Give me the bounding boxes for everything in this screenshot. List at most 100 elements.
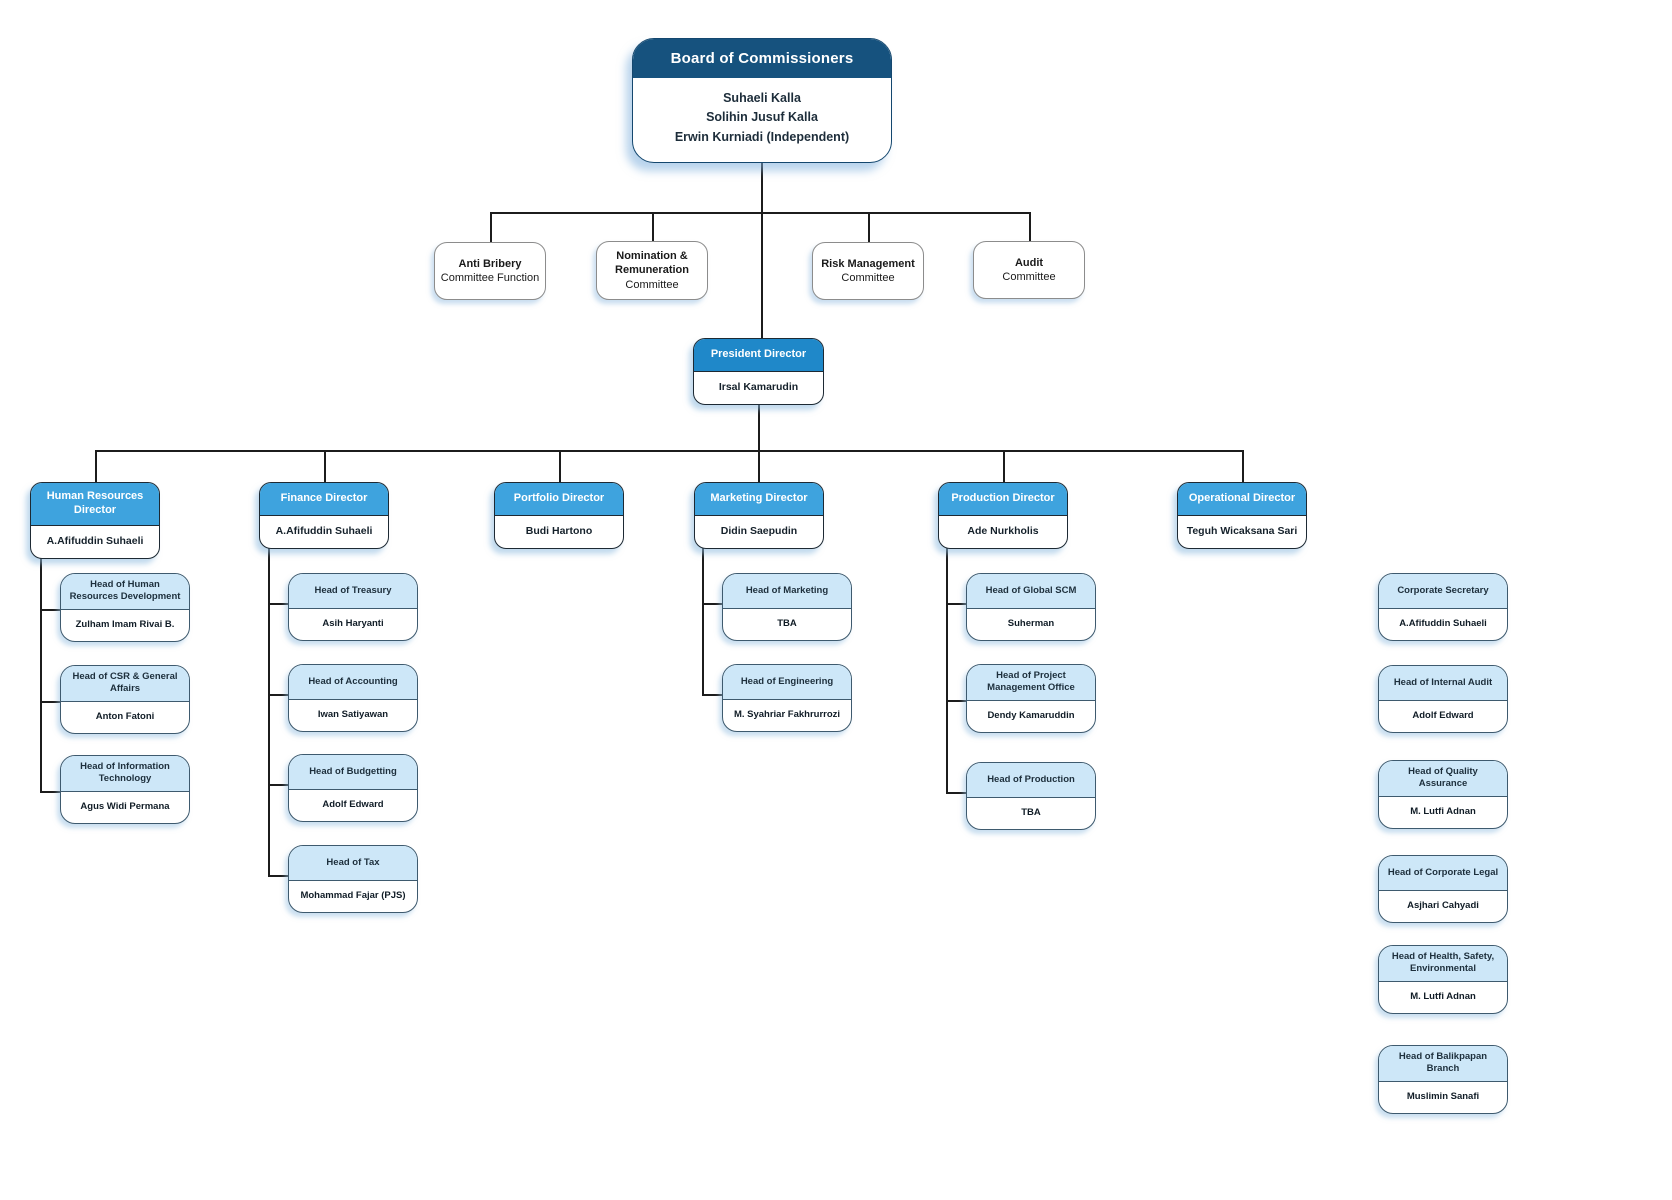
person-name: Anton Fatoni [95, 710, 155, 722]
connector-line [946, 700, 966, 702]
connector-line [95, 450, 97, 482]
connector-line [702, 603, 722, 605]
sub-node-quality-assurance: Head of Quality Assurance M. Lutfi Adnan [1378, 760, 1508, 829]
node-title: Marketing Director [695, 483, 823, 515]
director-node-operational: Operational Director Teguh Wicaksana Sar… [1177, 482, 1307, 549]
connector-line [559, 450, 561, 482]
sub-node-information-technology: Head of Information Technology Agus Widi… [60, 755, 190, 824]
person-name: TBA [777, 618, 797, 629]
person-name: Adolf Edward [1412, 710, 1474, 721]
role-label: Head of Treasury [289, 574, 417, 609]
committee-name: Nomination & Remuneration [615, 250, 689, 277]
committee-node-audit: Audit Committee [973, 241, 1085, 299]
sub-node-accounting: Head of Accounting Iwan Satiyawan [288, 664, 418, 732]
person-name: Teguh Wicaksana Sari [1178, 515, 1306, 548]
connector-line [490, 212, 1029, 214]
committee-name: Risk Management [821, 257, 915, 270]
person-name: A.Afifuddin Suhaeli [1399, 618, 1487, 629]
connector-line [40, 791, 60, 793]
node-title: Human Resources Director [31, 483, 159, 525]
connector-line [1029, 212, 1031, 241]
connector-line [1003, 450, 1005, 482]
connector-line [761, 156, 763, 338]
sub-node-corporate-secretary: Corporate Secretary A.Afifuddin Suhaeli [1378, 573, 1508, 641]
sub-node-health-safety-environmental: Head of Health, Safety, Environmental M.… [1378, 945, 1508, 1014]
role-label: Head of Project Management Office [967, 665, 1095, 701]
node-title: Operational Director [1178, 483, 1306, 515]
person-name: Adolf Edward [322, 799, 384, 810]
person-name: Mohammad Fajar (PJS) [300, 890, 406, 901]
director-node-finance: Finance Director A.Afifuddin Suhaeli [259, 482, 389, 549]
connector-line [268, 784, 288, 786]
node-title: Production Director [939, 483, 1067, 515]
connector-line [324, 450, 326, 482]
president-director-node: President Director Irsal Kamarudin [693, 338, 824, 405]
person-name: Suherman [1007, 618, 1055, 629]
person-name: M. Lutfi Adnan [1410, 805, 1476, 817]
role-label: Head of Accounting [289, 665, 417, 700]
connector-line [40, 701, 60, 703]
person-name: Ade Nurkholis [939, 515, 1067, 548]
connector-line [268, 603, 288, 605]
person-name: Irsal Kamarudin [694, 371, 823, 404]
connector-line [758, 400, 760, 450]
committee-node-risk-management: Risk Management Committee [812, 242, 924, 300]
committee-node-nomination-remuneration: Nomination & Remuneration Committee [596, 241, 708, 300]
role-label: Head of Information Technology [61, 756, 189, 792]
person-name: Dendy Kamaruddin [987, 709, 1075, 721]
connector-line [268, 547, 270, 875]
connector-line [758, 450, 760, 482]
director-node-portfolio: Portfolio Director Budi Hartono [494, 482, 624, 549]
member-name: Solihin Jusuf Kalla [706, 110, 818, 125]
connector-line [868, 212, 870, 243]
sub-node-production: Head of Production TBA [966, 762, 1096, 830]
role-label: Head of Corporate Legal [1379, 856, 1507, 891]
sub-node-hr-development: Head of Human Resources Development Zulh… [60, 573, 190, 642]
connector-line [702, 694, 722, 696]
person-name: M. Lutfi Adnan [1410, 990, 1476, 1002]
sub-node-treasury: Head of Treasury Asih Haryanti [288, 573, 418, 641]
role-label: Head of Marketing [723, 574, 851, 609]
sub-node-corporate-legal: Head of Corporate Legal Asjhari Cahyadi [1378, 855, 1508, 923]
person-name: Asjhari Cahyadi [1407, 900, 1479, 911]
role-label: Head of Health, Safety, Environmental [1379, 946, 1507, 982]
director-node-human-resources: Human Resources Director A.Afifuddin Suh… [30, 482, 160, 559]
person-name: M. Syahriar Fakhrurrozi [733, 709, 841, 720]
person-name: Zulham Imam Rivai B. [75, 618, 175, 630]
sub-node-project-management-office: Head of Project Management Office Dendy … [966, 664, 1096, 733]
role-label: Head of Engineering [723, 665, 851, 700]
connector-line [946, 603, 966, 605]
sub-node-balikpapan-branch: Head of Balikpapan Branch Muslimin Sanaf… [1378, 1045, 1508, 1114]
person-name: Agus Widi Permana [80, 800, 170, 812]
committee-suffix: Committee [625, 278, 679, 291]
director-node-marketing: Marketing Director Didin Saepudin [694, 482, 824, 549]
role-label: Head of Production [967, 763, 1095, 798]
committee-node-anti-bribery: Anti Bribery Committee Function [434, 242, 546, 300]
node-title: President Director [694, 339, 823, 371]
role-label: Head of Global SCM [967, 574, 1095, 609]
connector-line [95, 450, 1242, 452]
committee-suffix: Committee [841, 272, 895, 284]
role-label: Head of Balikpapan Branch [1379, 1046, 1507, 1082]
committee-suffix: Committee [1002, 271, 1056, 283]
person-name: Didin Saepudin [695, 515, 823, 548]
node-title: Finance Director [260, 483, 388, 515]
sub-node-engineering: Head of Engineering M. Syahriar Fakhrurr… [722, 664, 852, 732]
person-name: Budi Hartono [495, 515, 623, 548]
committee-name: Audit [1014, 256, 1044, 269]
person-name: A.Afifuddin Suhaeli [260, 515, 388, 548]
connector-line [652, 212, 654, 241]
committee-name: Anti Bribery [458, 257, 522, 270]
sub-node-csr-general-affairs: Head of CSR & General Affairs Anton Fato… [60, 665, 190, 734]
sub-node-internal-audit: Head of Internal Audit Adolf Edward [1378, 665, 1508, 733]
committee-suffix: Committee Function [440, 272, 540, 284]
role-label: Head of Budgetting [289, 755, 417, 790]
connector-line [268, 694, 288, 696]
person-name: Iwan Satiyawan [317, 709, 389, 720]
connector-line [702, 544, 704, 694]
node-title: Board of Commissioners [633, 39, 891, 78]
role-label: Head of Human Resources Development [61, 574, 189, 610]
member-name: Suhaeli Kalla [723, 91, 801, 105]
connector-line [946, 792, 966, 794]
member-name: Erwin Kurniadi (Independent) [674, 129, 850, 144]
